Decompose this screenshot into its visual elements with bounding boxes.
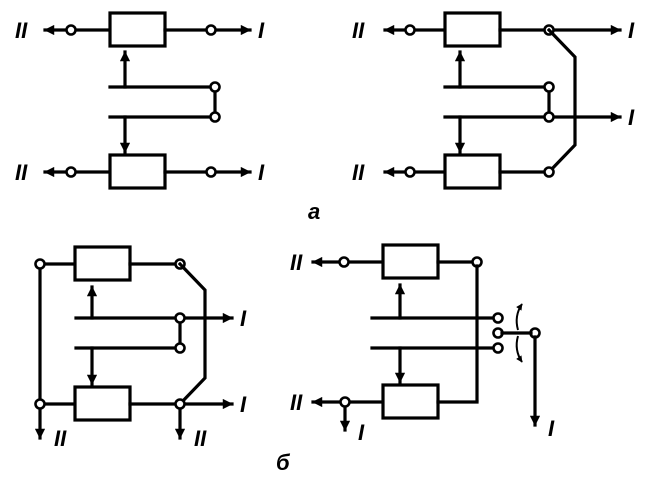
port-label-one: I <box>240 306 247 331</box>
terminal-node <box>65 24 77 36</box>
terminal-node <box>205 166 217 178</box>
port-label-one: I <box>258 18 265 43</box>
diagram-b-left: I I II II <box>34 245 247 451</box>
unit-block-upper <box>73 245 132 282</box>
port-label-two: II <box>54 426 67 451</box>
unit-block-lower <box>73 385 132 422</box>
unit-block-upper <box>108 11 167 48</box>
caption-b: б <box>276 450 291 475</box>
switch-contact <box>492 312 504 324</box>
terminal-node <box>205 24 217 36</box>
terminal-node <box>404 24 416 36</box>
port-label-one: I <box>240 392 247 417</box>
port-label-two: II <box>15 160 28 185</box>
unit-block-lower <box>443 153 502 190</box>
diagram-b-right: II II I I <box>290 243 555 445</box>
caption-a: а <box>308 199 320 224</box>
switch-rotation-arrow <box>515 335 523 363</box>
port-label-two: II <box>15 18 28 43</box>
port-label-two: II <box>352 160 365 185</box>
port-label-two: II <box>352 18 365 43</box>
terminal-node <box>339 396 351 408</box>
terminal-node <box>543 166 555 178</box>
terminal-node <box>65 166 77 178</box>
switch-contact <box>492 342 504 354</box>
port-label-one: I <box>628 105 635 130</box>
switch-rotation-arrow <box>515 303 523 331</box>
terminal-node <box>543 81 555 93</box>
unit-block-lower <box>108 153 167 190</box>
terminal-node <box>338 256 350 268</box>
port-label-two: II <box>194 426 207 451</box>
port-label-one: I <box>628 18 635 43</box>
bypass-link <box>177 261 207 407</box>
diagram-a-left: II I II I <box>15 11 265 190</box>
unit-block-upper <box>443 11 502 48</box>
terminal-node <box>34 258 46 270</box>
port-label-one: I <box>358 420 365 445</box>
bypass-link <box>546 27 577 175</box>
terminal-node <box>174 398 186 410</box>
diagram-a-right: II I I II <box>352 11 635 190</box>
terminal-node <box>34 398 46 410</box>
port-label-one: I <box>258 160 265 185</box>
terminal-node <box>174 342 186 354</box>
unit-block-upper <box>381 243 440 280</box>
port-label-two: II <box>290 390 303 415</box>
terminal-node <box>543 111 555 123</box>
terminal-node <box>209 81 221 93</box>
port-label-one: I <box>548 416 555 441</box>
port-label-two: II <box>290 250 303 275</box>
terminal-node <box>404 166 416 178</box>
terminal-node <box>174 312 186 324</box>
terminal-node <box>209 111 221 123</box>
unit-block-lower <box>381 383 440 420</box>
